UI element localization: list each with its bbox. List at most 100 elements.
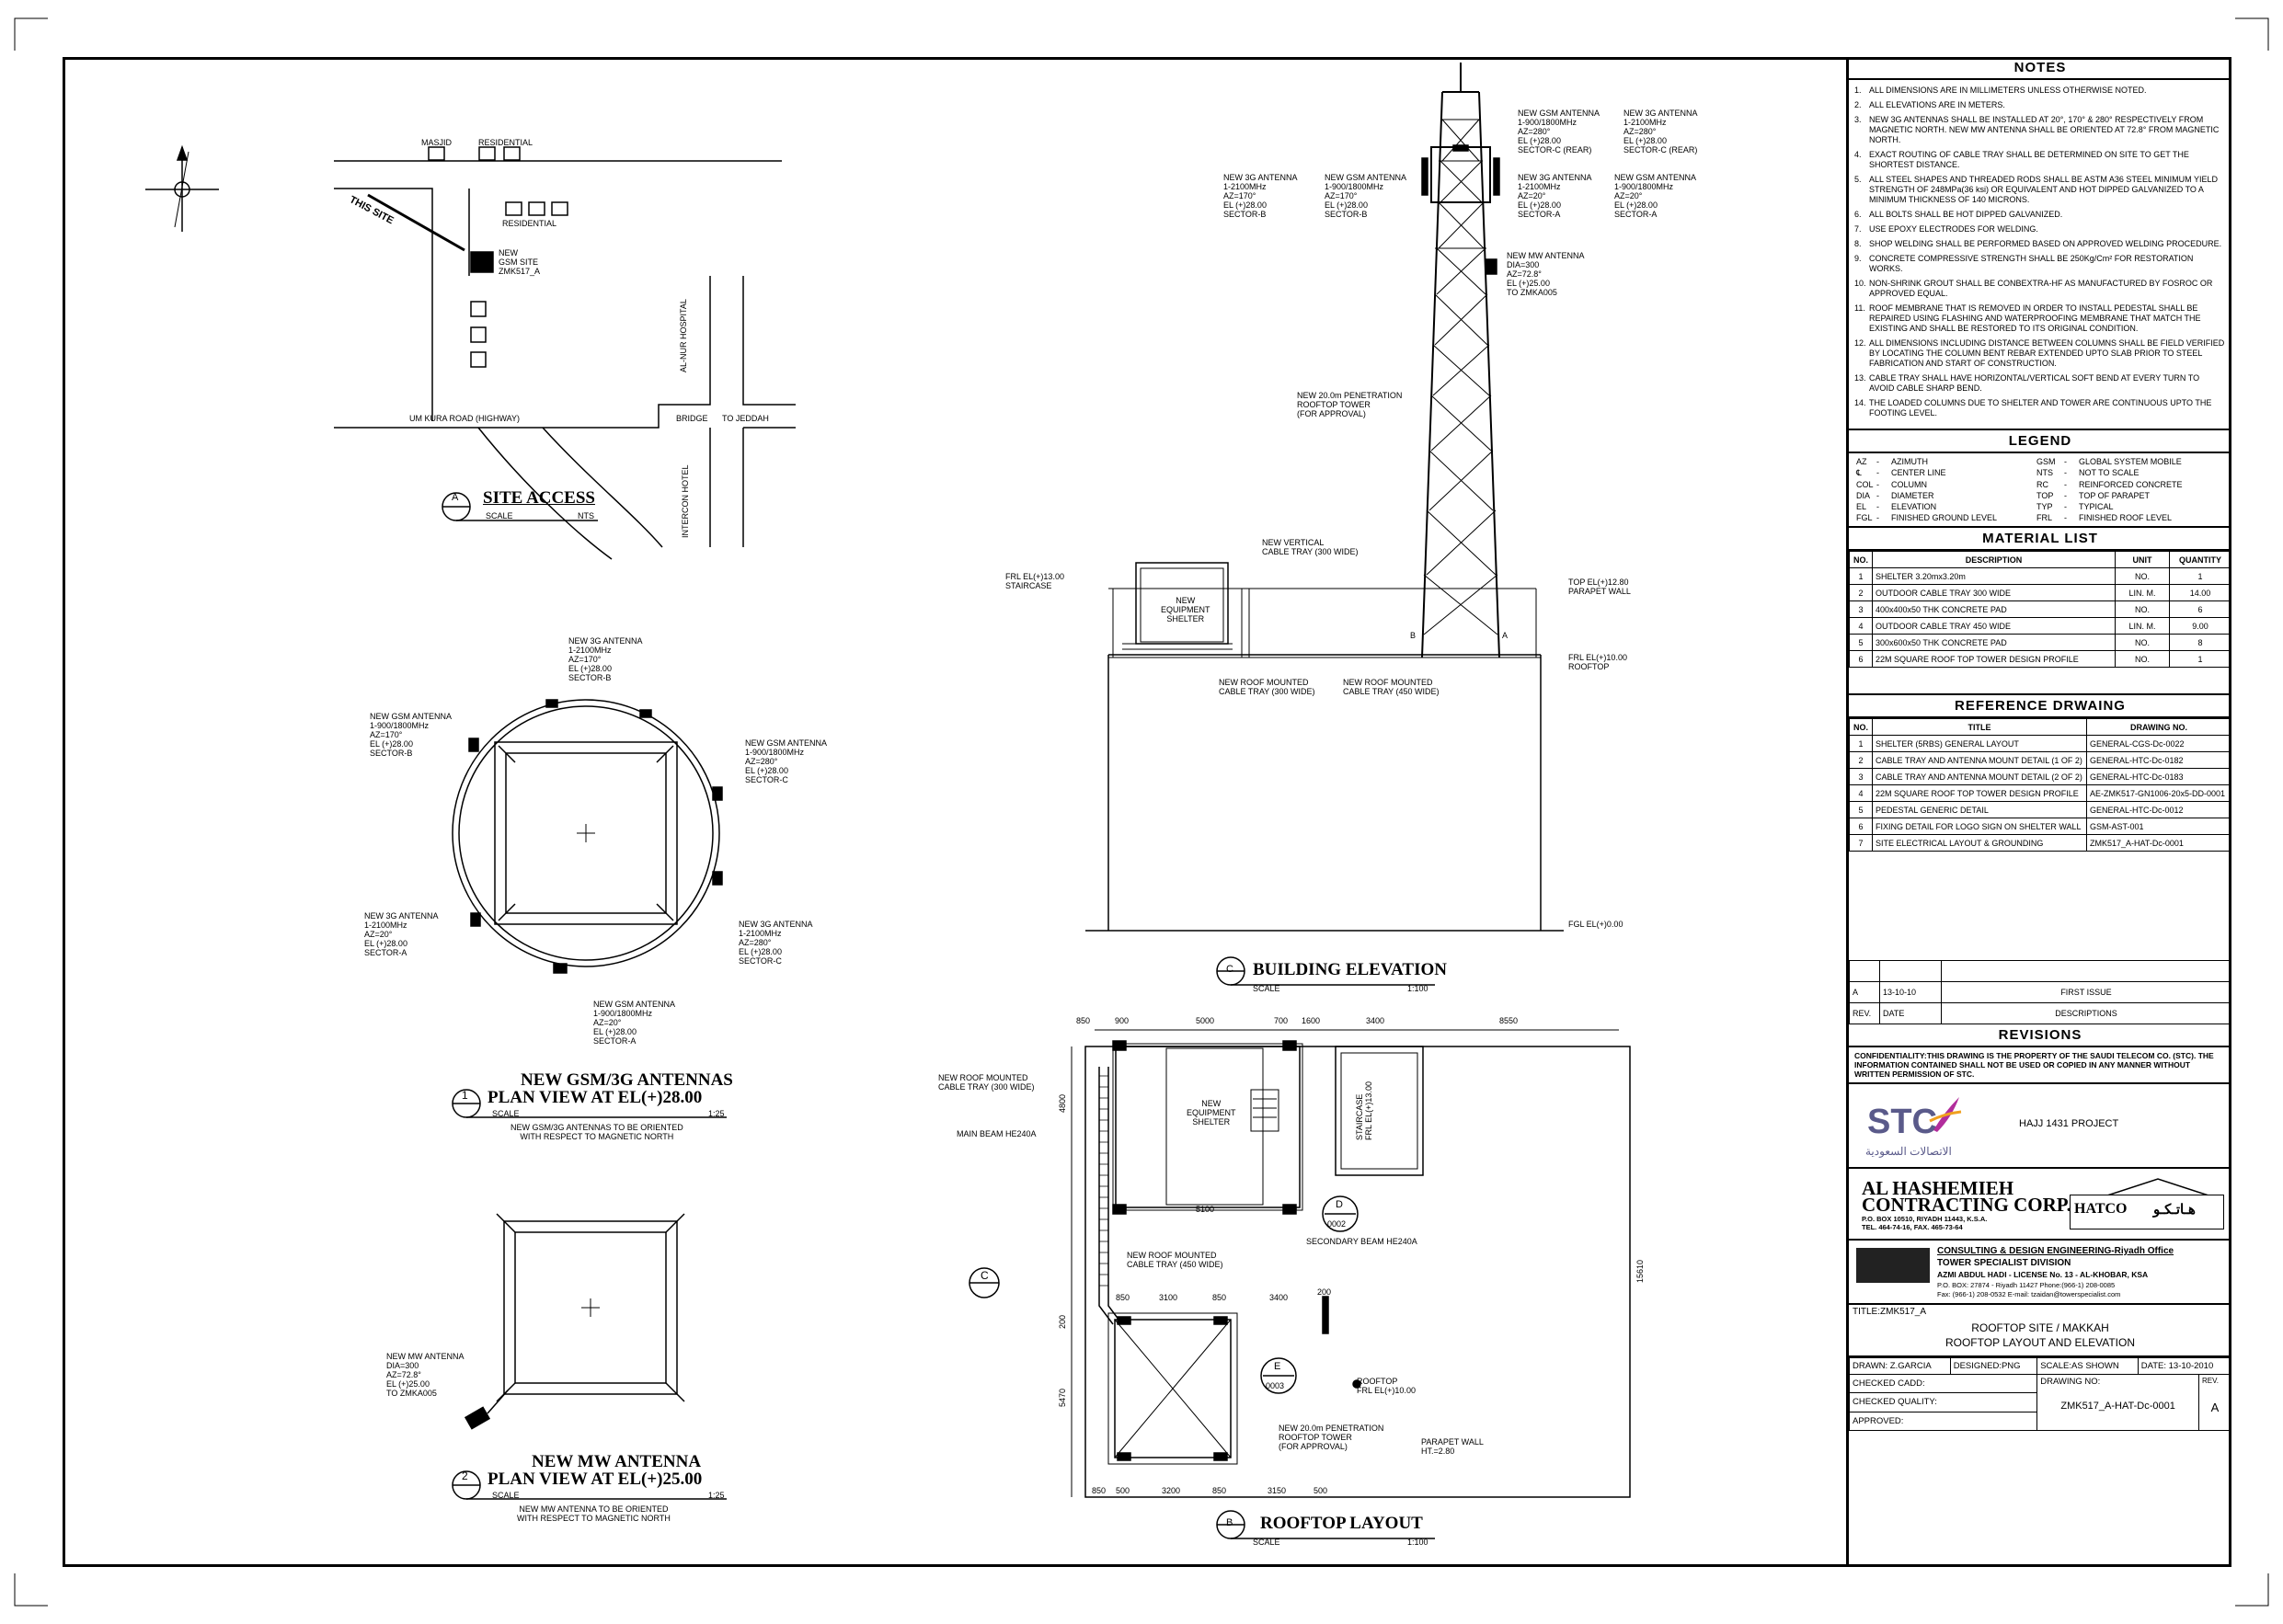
note-item: 4.EXACT ROUTING OF CABLE TRAY SHALL BE D…: [1854, 150, 2226, 170]
legend-cell: AZIMUTH: [1891, 457, 1928, 466]
legend-cell: REINFORCED CONCRETE: [2079, 480, 2183, 489]
elev-annotation-1: NEW GSM ANTENNA 1-900/1800MHz AZ=280° EL…: [1518, 109, 1600, 154]
dim-top-7: 8550: [1499, 1016, 1519, 1025]
site-access-scale-label: SCALE: [486, 511, 513, 520]
table-cell: 8: [2169, 634, 2231, 651]
legend-cell: TYPICAL: [2079, 502, 2114, 511]
note-text: ALL DIMENSIONS ARE IN MILLIMETERS UNLESS…: [1869, 86, 2147, 95]
main-beam-label: MAIN BEAM HE240A: [957, 1129, 1037, 1138]
table-cell: OUTDOOR CABLE TRAY 300 WIDE: [1872, 584, 2116, 601]
table-cell: ZMK517_A-HAT-Dc-0001: [2086, 834, 2231, 852]
note-number: 13.: [1854, 373, 1866, 383]
table-cell: PEDESTAL GENERIC DETAIL: [1872, 801, 2087, 818]
note-text: CABLE TRAY SHALL HAVE HORIZONTAL/VERTICA…: [1869, 373, 2200, 393]
material-heading: MATERIAL LIST: [1849, 526, 2231, 551]
table-cell: GENERAL-HTC-Dc-0183: [2086, 768, 2231, 785]
elev-annotation-3: NEW 3G ANTENNA 1-2100MHz AZ=170° EL (+)2…: [1223, 173, 1298, 219]
note-item: 7.USE EPOXY ELECTRODES FOR WELDING.: [1854, 224, 2226, 234]
table-cell: OUTDOOR CABLE TRAY 450 WIDE: [1872, 617, 2116, 635]
rev-date: 13-10-10: [1879, 981, 1942, 1003]
plan1-annotation-5: NEW 3G ANTENNA 1-2100MHz AZ=280° EL (+)2…: [739, 920, 813, 966]
table-header: NO.: [1849, 551, 1873, 568]
project-name: HAJJ 1431 PROJECT: [2019, 1118, 2119, 1129]
elev-roof-label: FRL EL(+)10.00 ROOFTOP: [1568, 653, 1627, 671]
consultant-block: CONSULTING & DESIGN ENGINEERING-Riyadh O…: [1849, 1241, 2231, 1305]
legend-cell: -: [2064, 513, 2067, 522]
table-cell: CABLE TRAY AND ANTENNA MOUNT DETAIL (1 O…: [1872, 751, 2087, 769]
consultant-line-3: AZMI ABDUL HADI - LICENSE No. 13 - AL-KH…: [1937, 1270, 2149, 1279]
notes-heading: NOTES: [1849, 57, 2231, 80]
elev-annotation-4: NEW GSM ANTENNA 1-900/1800MHz AZ=170° EL…: [1325, 173, 1407, 219]
table-header: UNIT: [2115, 551, 2170, 568]
legend-cell: GLOBAL SYSTEM MOBILE: [2079, 457, 2182, 466]
note-text: SHOP WELDING SHALL BE PERFORMED BASED ON…: [1869, 239, 2222, 248]
dim-lower-3: 850: [1212, 1293, 1227, 1302]
table-cell: 1: [1849, 567, 1873, 585]
table-cell: SHELTER 3.20mx3.20m: [1872, 567, 2116, 585]
revisions-heading: REVISIONS: [1849, 1024, 2231, 1047]
view-letter-b: B: [1226, 1517, 1233, 1528]
note-text: NON-SHRINK GROUT SHALL BE CONBEXTRA-HF A…: [1869, 279, 2213, 298]
table-cell: NO.: [2115, 634, 2170, 651]
title-block: NOTES 1.ALL DIMENSIONS ARE IN MILLIMETER…: [1846, 57, 2232, 1567]
note-text: ALL STEEL SHAPES AND THREADED RODS SHALL…: [1869, 175, 2218, 204]
contractor-name-1: AL HASHEMIEH: [1862, 1177, 2014, 1199]
table-header: TITLE: [1872, 718, 2087, 736]
dim-right: 15610: [1635, 1259, 1645, 1283]
confidentiality-note: CONFIDENTIALITY:THIS DRAWING IS THE PROP…: [1849, 1047, 2231, 1084]
table-cell: NO.: [2115, 567, 2170, 585]
layout-tower-label: NEW 20.0m PENETRATION ROOFTOP TOWER (FOR…: [1279, 1424, 1384, 1451]
note-item: 14.THE LOADED COLUMNS DUE TO SHELTER AND…: [1854, 398, 2226, 418]
note-item: 3.NEW 3G ANTENNAS SHALL BE INSTALLED AT …: [1854, 115, 2226, 145]
table-cell: 6: [1849, 818, 1873, 835]
north-arrow-icon: [145, 144, 219, 232]
stc-arabic-name: الاتصالات السعودية: [1865, 1145, 1952, 1158]
dim-left-1: 4800: [1058, 1093, 1067, 1113]
rev-letter: A: [1849, 981, 1880, 1003]
dim-bottom-1: 850: [1092, 1486, 1107, 1495]
legend-cell: TOP OF PARAPET: [2079, 491, 2151, 500]
note-text: ROOF MEMBRANE THAT IS REMOVED IN ORDER T…: [1869, 303, 2201, 333]
legend-cell: FINISHED GROUND LEVEL: [1891, 513, 1998, 522]
table-cell: 1: [2169, 650, 2231, 668]
residential-label-1: RESIDENTIAL: [478, 138, 533, 147]
consultant-line-4: P.O. BOX: 27874 - Riyadh 11427 Phone:(96…: [1937, 1281, 2116, 1289]
dim-left-2: 200: [1058, 1314, 1067, 1329]
plan1-scale-value: 1:25: [708, 1109, 725, 1118]
note-item: 12.ALL DIMENSIONS INCLUDING DISTANCE BET…: [1854, 338, 2226, 369]
note-item: 13.CABLE TRAY SHALL HAVE HORIZONTAL/VERT…: [1854, 373, 2226, 394]
layout-staircase-label: STAIRCASE FRL EL(+)13.00: [1355, 1081, 1373, 1140]
contractor-phone: TEL. 464-74-16, FAX. 465-73-64: [1862, 1223, 1963, 1231]
plan1-note: NEW GSM/3G ANTENNAS TO BE ORIENTED WITH …: [511, 1123, 683, 1141]
rev-head-rev: REV.: [1849, 1002, 1880, 1024]
hatco-logo-text: HATCO: [2074, 1201, 2128, 1217]
note-number: 12.: [1854, 338, 1866, 348]
legend-cell: NOT TO SCALE: [2079, 468, 2140, 477]
elevation-scale-label: SCALE: [1253, 984, 1280, 993]
elev-leg-b: B: [1410, 631, 1417, 640]
elev-annotation-5: NEW 3G ANTENNA 1-2100MHz AZ=20° EL (+)28…: [1518, 173, 1592, 219]
layout-shelter-label: NEW EQUIPMENT SHELTER: [1187, 1099, 1236, 1127]
legend-cell: DIAMETER: [1891, 491, 1934, 500]
table-cell: 2: [1849, 751, 1873, 769]
table-cell: CABLE TRAY AND ANTENNA MOUNT DETAIL (2 O…: [1872, 768, 2087, 785]
client-block: STC الاتصالات السعودية HAJJ 1431 PROJECT: [1849, 1084, 2231, 1169]
legend-cell: FRL: [2036, 513, 2053, 522]
note-number: 10.: [1854, 279, 1866, 288]
table-cell: 5: [1849, 634, 1873, 651]
dim-mid-2: 5100: [1196, 1205, 1215, 1214]
table-cell: 7: [1849, 834, 1873, 852]
note-text: NEW 3G ANTENNAS SHALL BE INSTALLED AT 20…: [1869, 115, 2220, 144]
table-cell: 22M SQUARE ROOF TOP TOWER DESIGN PROFILE: [1872, 650, 2116, 668]
plan2-number: 2: [462, 1470, 468, 1482]
hospital-label: AL-NUR HOSPITAL: [679, 299, 688, 372]
elev-tray300-label: NEW ROOF MOUNTED CABLE TRAY (300 WIDE): [1219, 678, 1315, 696]
table-cell: 300x600x50 THK CONCRETE PAD: [1872, 634, 2116, 651]
elev-staircase-label: FRL EL(+)13.00 STAIRCASE: [1005, 572, 1064, 590]
